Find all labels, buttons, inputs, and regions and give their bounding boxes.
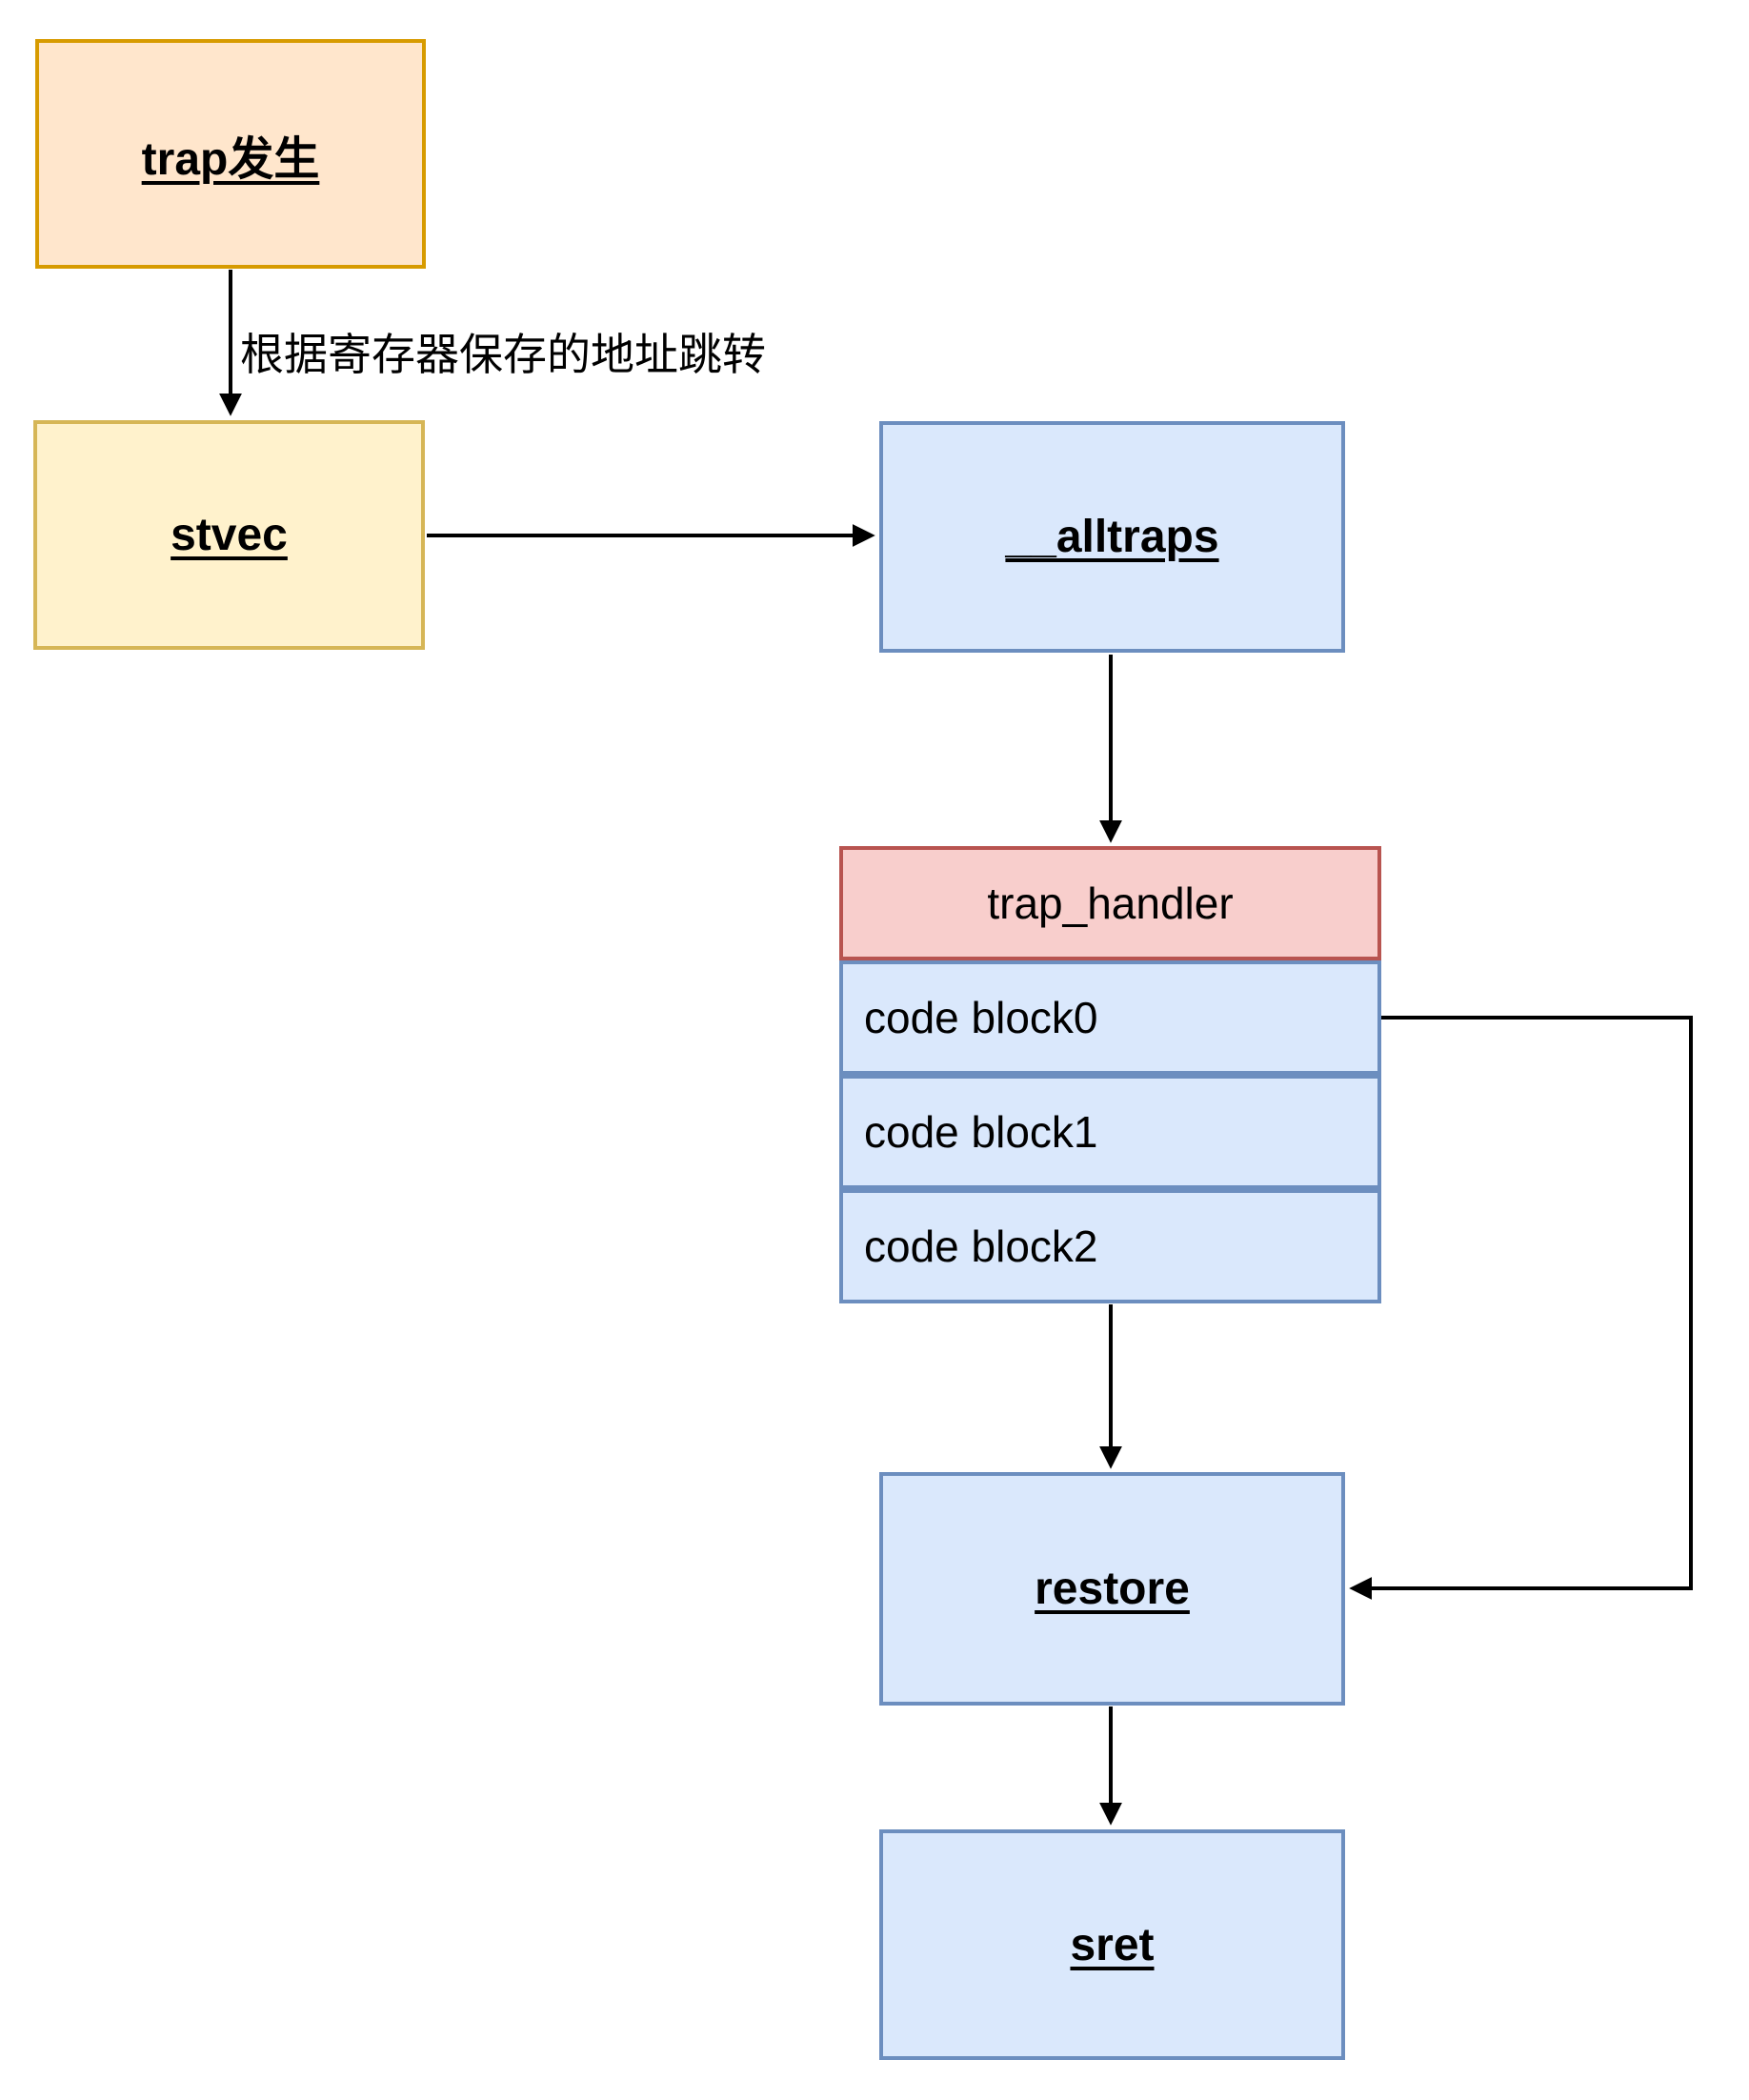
- node-sret-label: sret: [1070, 1919, 1155, 1970]
- node-sret: sret: [879, 1829, 1345, 2060]
- node-stvec: stvec: [33, 420, 425, 650]
- node-code-block1: code block1: [839, 1075, 1381, 1189]
- node-alltraps-label: __alltraps: [1005, 512, 1219, 562]
- node-trap-occur: trap发生: [35, 39, 426, 269]
- edge-label-jump-by-register: 根据寄存器保存的地址跳转: [240, 330, 766, 379]
- node-code-block2-label: code block2: [864, 1222, 1098, 1271]
- node-trap-occur-label: trap发生: [141, 133, 320, 185]
- node-code-block0-label: code block0: [864, 993, 1098, 1042]
- node-restore-label: restore: [1035, 1564, 1190, 1614]
- node-stvec-label: stvec: [171, 510, 288, 560]
- node-restore: restore: [879, 1472, 1345, 1706]
- node-code-block2: code block2: [839, 1189, 1381, 1303]
- node-alltraps: __alltraps: [879, 421, 1345, 653]
- node-trap-handler-label: trap_handler: [987, 878, 1234, 928]
- edge-code-block0-to-restore: [1349, 1016, 1693, 1600]
- node-code-block1-label: code block1: [864, 1107, 1098, 1157]
- node-trap-handler-header: trap_handler: [839, 846, 1381, 960]
- node-code-block0: code block0: [839, 960, 1381, 1075]
